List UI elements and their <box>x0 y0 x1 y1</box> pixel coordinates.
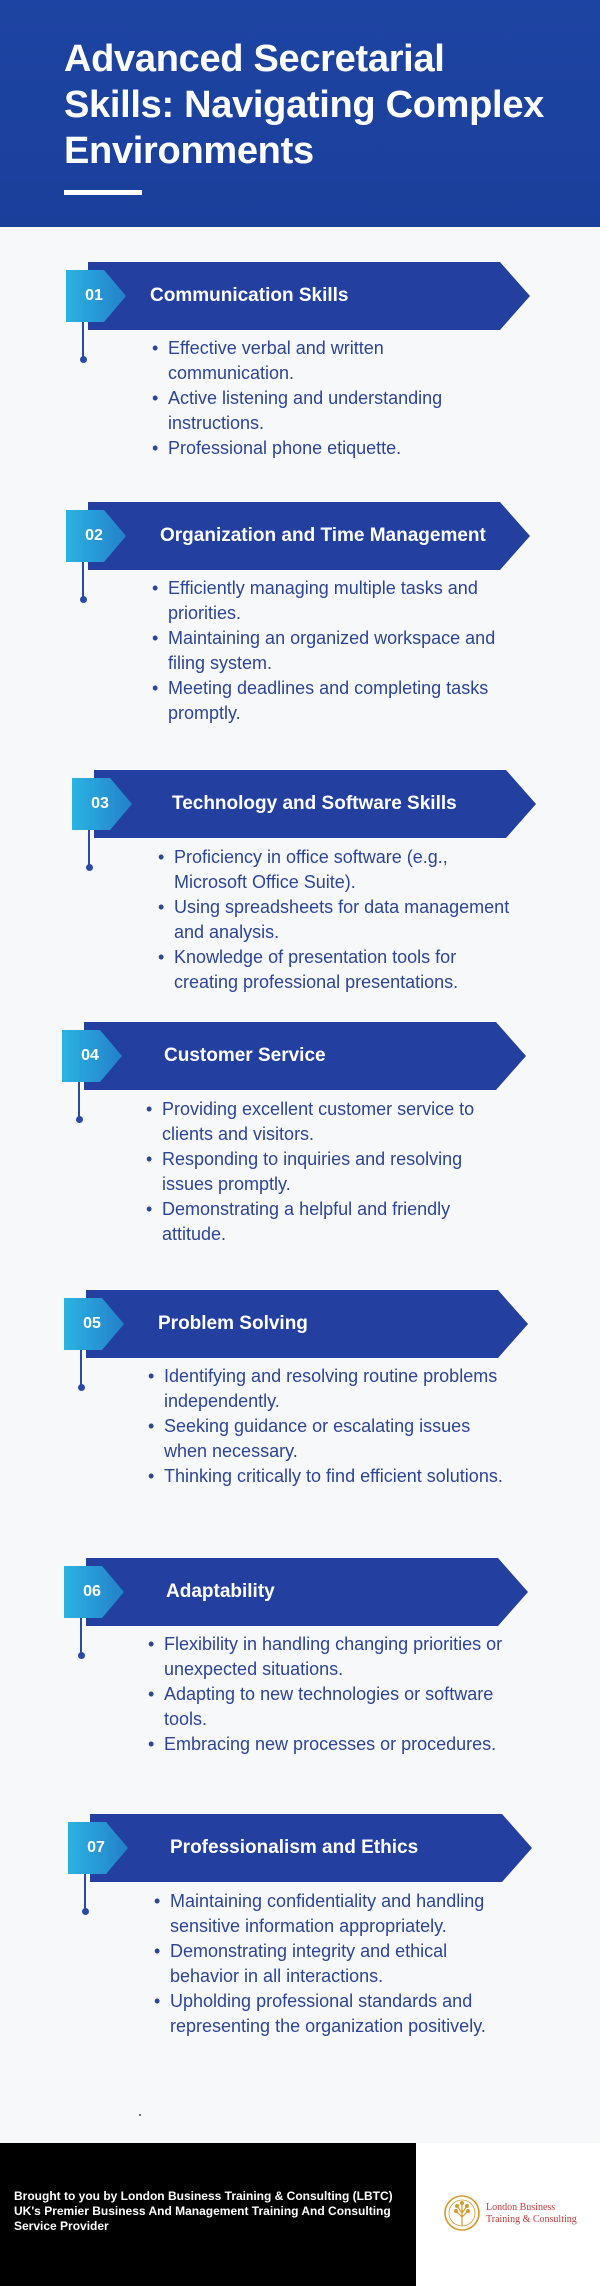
connector-dot <box>77 1652 85 1659</box>
bullet-list: Effective verbal and written communicati… <box>152 336 512 461</box>
section-banner: 04 Customer Service <box>0 1022 600 1090</box>
footer-text: Brought to you by London Business Traini… <box>14 2189 414 2234</box>
section-number: 07 <box>87 1839 105 1856</box>
section-title: Professionalism and Ethics <box>170 1837 419 1858</box>
connector-line <box>84 1874 86 1910</box>
skill-section: 04 Customer ServiceProviding excellent cu… <box>0 1022 600 1262</box>
section-title: Communication Skills <box>150 285 349 306</box>
section-banner: 03 Technology and Software Skills <box>0 770 600 838</box>
list-item: Providing excellent customer service to … <box>146 1097 506 1147</box>
section-title: Organization and Time Management <box>160 525 486 546</box>
section-number: 03 <box>91 795 109 812</box>
list-item: Demonstrating integrity and ethical beha… <box>154 1939 514 1989</box>
list-item: Meeting deadlines and completing tasks p… <box>152 676 512 726</box>
page-title: Advanced Secretarial Skills: Navigating … <box>64 38 544 172</box>
section-banner: 02 Organization and Time Management <box>0 502 600 570</box>
header-banner: Advanced Secretarial Skills: Navigating … <box>0 0 600 227</box>
logo-line-2: Training & Consulting <box>486 2214 577 2225</box>
skill-section: 07 Professionalism and EthicsMaintaining … <box>0 1814 600 2054</box>
bullet-list: Providing excellent customer service to … <box>146 1097 506 1247</box>
section-title: Adaptability <box>166 1581 275 1602</box>
list-item: Demonstrating a helpful and friendly att… <box>146 1197 506 1247</box>
connector-line <box>82 562 84 598</box>
bullet-list: Maintaining confidentiality and handling… <box>154 1889 514 2039</box>
bullet-list: Proficiency in office software (e.g., Mi… <box>158 845 518 995</box>
banner-arrow-shape <box>66 262 530 330</box>
section-banner: 07 Professionalism and Ethics <box>0 1814 600 1882</box>
skill-section: 03 Technology and Software SkillsProficie… <box>0 770 600 1010</box>
connector-line <box>78 1082 80 1118</box>
list-item: Embracing new processes or procedures. <box>148 1732 508 1757</box>
list-item: Maintaining confidentiality and handling… <box>154 1889 514 1939</box>
skill-section: 05 Problem SolvingIdentifying and resolvi… <box>0 1290 600 1530</box>
list-item: Using spreadsheets for data management a… <box>158 895 518 945</box>
section-banner: 05 Problem Solving <box>0 1290 600 1358</box>
section-number: 04 <box>81 1047 99 1064</box>
connector-dot <box>75 1116 83 1123</box>
connector-dot <box>85 864 93 871</box>
list-item: Upholding professional standards and rep… <box>154 1989 514 2039</box>
skill-section: 01 Communication SkillsEffective verbal a… <box>0 262 600 502</box>
logo-text: London Business Training & Consulting <box>486 2202 577 2226</box>
banner-arrow-shape <box>68 1814 532 1882</box>
section-number: 05 <box>83 1315 101 1332</box>
section-number: 06 <box>83 1583 101 1600</box>
connector-line <box>88 830 90 866</box>
stray-dot <box>139 2114 141 2116</box>
skill-section: 06 AdaptabilityFlexibility in handling ch… <box>0 1558 600 1798</box>
connector-dot <box>79 356 87 363</box>
connector-line <box>80 1350 82 1386</box>
list-item: Efficiently managing multiple tasks and … <box>152 576 512 626</box>
list-item: Proficiency in office software (e.g., Mi… <box>158 845 518 895</box>
connector-line <box>80 1618 82 1654</box>
connector-dot <box>81 1908 89 1915</box>
list-item: Flexibility in handling changing priorit… <box>148 1632 508 1682</box>
list-item: Seeking guidance or escalating issues wh… <box>148 1414 508 1464</box>
bullet-list: Efficiently managing multiple tasks and … <box>152 576 512 726</box>
section-title: Customer Service <box>164 1045 326 1066</box>
section-title: Problem Solving <box>158 1313 308 1334</box>
section-number: 02 <box>85 527 103 544</box>
list-item: Active listening and understanding instr… <box>152 386 512 436</box>
section-banner: 01 Communication Skills <box>0 262 600 330</box>
connector-line <box>82 322 84 358</box>
bullet-list: Flexibility in handling changing priorit… <box>148 1632 508 1757</box>
section-number: 01 <box>85 287 103 304</box>
tree-of-life-icon <box>444 2195 480 2231</box>
section-title: Technology and Software Skills <box>172 793 457 814</box>
list-item: Responding to inquiries and resolving is… <box>146 1147 506 1197</box>
list-item: Thinking critically to find efficient so… <box>148 1464 508 1489</box>
footer-line-2: UK's Premier Business And Management Tra… <box>14 2204 391 2233</box>
list-item: Maintaining an organized workspace and f… <box>152 626 512 676</box>
logo-line-1: London Business <box>486 2202 556 2213</box>
list-item: Effective verbal and written communicati… <box>152 336 512 386</box>
list-item: Professional phone etiquette. <box>152 436 512 461</box>
banner-arrow-shape <box>66 502 530 570</box>
connector-dot <box>79 596 87 603</box>
banner-arrow-shape <box>62 1022 526 1090</box>
skill-section: 02 Organization and Time ManagementEffici… <box>0 502 600 742</box>
banner-arrow-shape <box>72 770 536 838</box>
footer-logo: London Business Training & Consulting <box>416 2143 600 2286</box>
footer-credits: Brought to you by London Business Traini… <box>0 2143 416 2286</box>
section-banner: 06 Adaptability <box>0 1558 600 1626</box>
connector-dot <box>77 1384 85 1391</box>
title-underline <box>64 190 142 195</box>
banner-arrow-shape <box>64 1558 528 1626</box>
banner-arrow-shape <box>64 1290 528 1358</box>
bullet-list: Identifying and resolving routine proble… <box>148 1364 508 1489</box>
list-item: Adapting to new technologies or software… <box>148 1682 508 1732</box>
list-item: Identifying and resolving routine proble… <box>148 1364 508 1414</box>
footer-line-1: Brought to you by London Business Traini… <box>14 2189 393 2203</box>
list-item: Knowledge of presentation tools for crea… <box>158 945 518 995</box>
